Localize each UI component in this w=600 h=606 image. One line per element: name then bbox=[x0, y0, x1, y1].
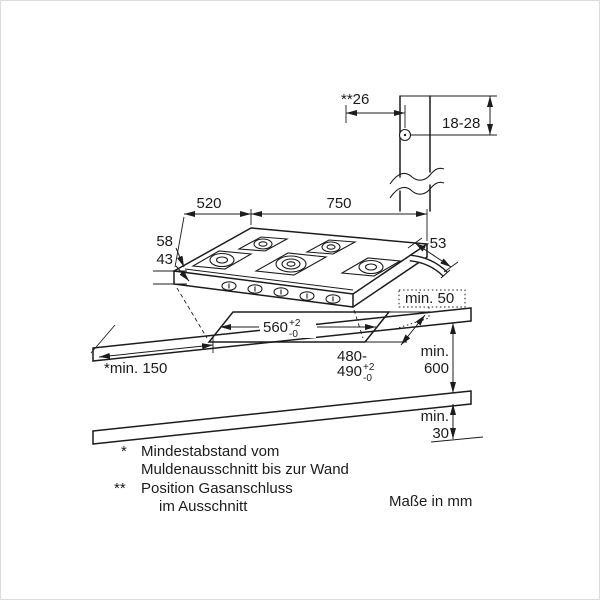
wall-clearance-dimension-line bbox=[98, 343, 214, 359]
knob bbox=[221, 281, 237, 291]
hob-top-face bbox=[171, 227, 430, 295]
gas-stub-dimension-line bbox=[414, 242, 452, 268]
hob-width-dimension-label: 750 bbox=[326, 195, 351, 212]
cutout-depth-label-value: 490 bbox=[337, 363, 362, 380]
gas-stub-dimension-label: 53 bbox=[430, 235, 447, 252]
hob-drawing: 750 520 58 43 53 min. 50 bbox=[153, 195, 466, 330]
gas-offset-dimension-label: **26 bbox=[341, 91, 369, 108]
units-note: Maße in mm bbox=[389, 493, 472, 510]
below-clearance-min-label: min. bbox=[421, 343, 449, 360]
hob-height-total-label: 58 bbox=[156, 233, 173, 250]
cutout-depth-dimension-line bbox=[400, 314, 426, 346]
below-clearance-value-label: 600 bbox=[424, 360, 449, 377]
footnote-double-star-symbol: ** bbox=[114, 480, 126, 497]
break-line-upper bbox=[389, 167, 445, 185]
floor-clearance-min-label: min. bbox=[421, 408, 449, 425]
footnotes: * Mindestabstand vom Muldenausschnitt bi… bbox=[114, 443, 349, 515]
gas-connection-detail: **26 18-28 bbox=[341, 91, 497, 212]
burner-back-left bbox=[253, 238, 273, 250]
footnote-double-star-line2: im Ausschnitt bbox=[159, 498, 248, 515]
burner-back-center bbox=[321, 241, 341, 253]
cutout-depth-label-line1: 480- bbox=[337, 348, 367, 365]
footnote-double-star-line1: Position Gasanschluss bbox=[141, 480, 293, 497]
rear-clearance-label: min. 50 bbox=[405, 290, 454, 307]
burner-wok-center bbox=[275, 255, 307, 273]
cutout-width-tolerance-minus: -0 bbox=[289, 329, 298, 340]
cutout-depth-tolerance-plus: +2 bbox=[363, 362, 375, 373]
pan-supports bbox=[191, 236, 402, 277]
hob-height-body-label: 43 bbox=[156, 251, 173, 268]
wall-line bbox=[90, 324, 116, 354]
break-line-lower bbox=[389, 181, 445, 199]
rear-clearance-zone bbox=[398, 289, 466, 308]
cutout-width-tolerance-plus: +2 bbox=[289, 318, 301, 329]
knob bbox=[247, 284, 263, 294]
knob bbox=[299, 291, 315, 301]
footnote-star-line2: Muldenausschnitt bis zur Wand bbox=[141, 461, 349, 478]
burner-front-right bbox=[358, 259, 384, 275]
clearance-drawing: min. 600 min. 30 bbox=[92, 323, 484, 445]
footnote-star-symbol: * bbox=[121, 443, 127, 460]
cutout-width-label: 560 bbox=[263, 319, 288, 336]
worktop-cutout-drawing: 560 +2 -0 480- 490 +2 -0 *min. 150 bbox=[90, 287, 472, 384]
gas-pipe bbox=[409, 254, 451, 279]
footnote-star-line1: Mindestabstand vom bbox=[141, 443, 279, 460]
burners bbox=[209, 238, 384, 275]
burner-front-left bbox=[209, 252, 235, 268]
floor-clearance-value-label: 30 bbox=[432, 425, 449, 442]
wall-clearance-label: *min. 150 bbox=[104, 360, 167, 377]
control-knobs bbox=[221, 281, 341, 304]
hob-depth-dimension-label: 520 bbox=[196, 195, 221, 212]
gas-depth-dimension-label: 18-28 bbox=[442, 115, 480, 132]
knob bbox=[325, 294, 341, 304]
cutout-depth-tolerance-minus: -0 bbox=[363, 373, 372, 384]
knob bbox=[273, 287, 289, 297]
